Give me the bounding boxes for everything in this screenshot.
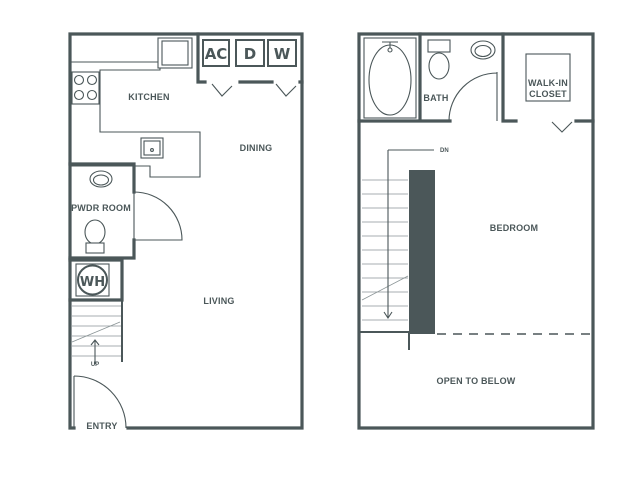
powder-sink-icon xyxy=(89,170,113,188)
upper-stairs xyxy=(359,149,435,350)
entry-label: ENTRY xyxy=(86,421,117,431)
water-heater: WH xyxy=(75,263,110,297)
sink-icon xyxy=(140,137,164,159)
laundry-door-left xyxy=(211,83,233,97)
closet-wall xyxy=(501,32,595,123)
laundry-door-right xyxy=(275,83,297,97)
water-heater-label: WH xyxy=(80,275,105,290)
kitchen-label: KITCHEN xyxy=(128,92,169,102)
washer-label: W xyxy=(274,45,291,63)
ac-unit: AC xyxy=(202,39,230,67)
closet-shelf xyxy=(525,53,571,102)
closet-door xyxy=(551,121,573,133)
bath-label: BATH xyxy=(423,93,448,103)
living-label: LIVING xyxy=(203,296,234,306)
stairs-down-label: DN xyxy=(440,148,449,154)
ac-label: AC xyxy=(205,45,228,63)
bath-door xyxy=(448,72,498,122)
dryer-label: D xyxy=(244,45,256,63)
walk-in-closet-label-2: CLOSET xyxy=(529,89,567,99)
dryer-unit: D xyxy=(235,39,265,67)
walk-in-closet-label-1: WALK-IN xyxy=(528,78,568,88)
water-heater-closet-wall xyxy=(68,258,124,302)
upper-level-plan xyxy=(357,32,595,430)
stairs-up-label: UP xyxy=(91,362,99,368)
stove-icon xyxy=(71,71,100,105)
bedroom-label: BEDROOM xyxy=(490,223,538,233)
upper-exterior-wall xyxy=(357,32,595,430)
entry-door xyxy=(73,375,127,429)
bath-toilet-icon xyxy=(427,39,451,80)
laundry-closet-wall xyxy=(196,32,304,84)
lower-stairs xyxy=(71,300,123,364)
bath-sink-icon xyxy=(470,40,496,60)
pwdr-room-label: PWDR ROOM xyxy=(71,203,131,213)
powder-room-door xyxy=(133,191,183,241)
bath-wall xyxy=(357,32,452,123)
stair-railing xyxy=(409,170,435,334)
lower-level-plan: AC D W WH xyxy=(68,32,304,430)
bathtub-icon xyxy=(363,37,417,119)
dining-label: DINING xyxy=(240,143,273,153)
toilet-icon xyxy=(84,219,106,254)
refrigerator-icon xyxy=(157,37,193,69)
powder-room-wall xyxy=(68,162,136,260)
washer-unit: W xyxy=(267,39,297,67)
open-to-below-label: OPEN TO BELOW xyxy=(437,376,516,386)
